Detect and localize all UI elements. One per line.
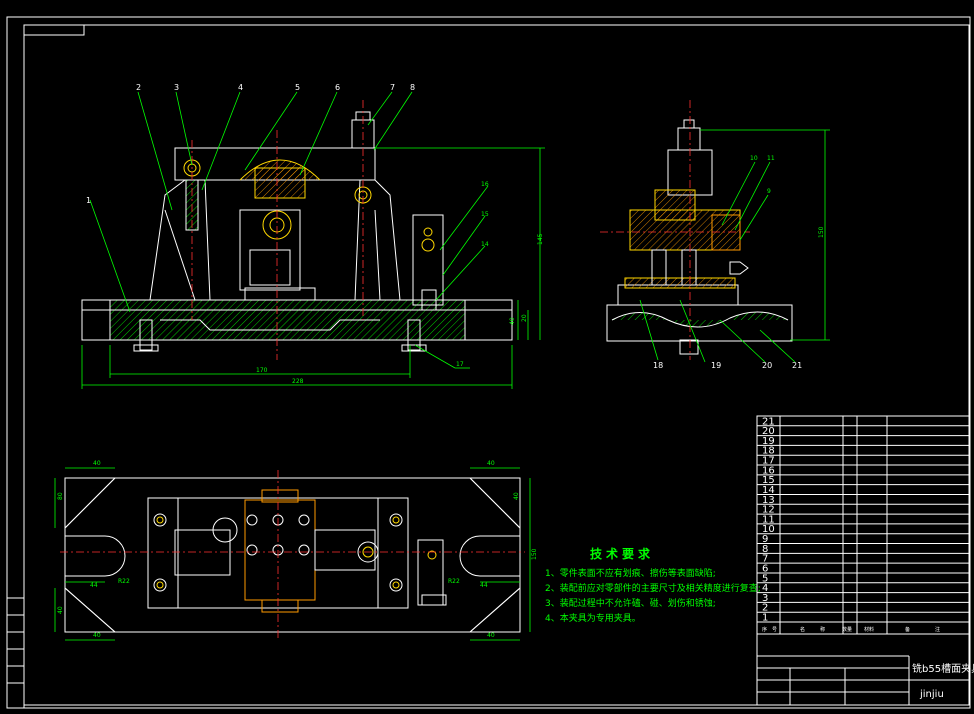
part-name: 铣b55槽面夹具 (912, 662, 974, 675)
callout-4: 4 (238, 83, 243, 92)
callout-21: 21 (792, 361, 802, 370)
bom-header: 序 号 名 称 数量 材料 备 注 (756, 621, 970, 635)
bom-row-number: 19 (762, 436, 775, 447)
dim-width-inner: 170 (256, 367, 268, 374)
tech-line-2: 2、装配前应对零部件的主要尺寸及相关精度进行复查; (545, 582, 761, 594)
callout-2: 2 (136, 83, 141, 92)
bom-row-number: 20 (762, 426, 775, 437)
callout-3: 3 (174, 83, 179, 92)
bom-row-number: 1 (762, 613, 768, 624)
bom-header-note-2: 注 (935, 626, 940, 633)
callout-14: 14 (481, 241, 489, 248)
dim-radius-r: R22 (448, 578, 460, 585)
bom-row-number: 3 (762, 593, 768, 604)
bom-header-name-1: 名 (800, 626, 805, 633)
tech-line-3: 3、装配过程中不允许磕、碰、划伤和锈蚀; (545, 597, 716, 609)
dim-side-height: 150 (818, 226, 825, 238)
designer-signature: jinjiu (919, 689, 944, 700)
bom-row-number: 2 (762, 603, 768, 614)
bom-header-qty: 数量 (842, 626, 852, 633)
dim-bot-r: 44 (480, 582, 488, 589)
title-block: 铣b55槽面夹具 jinjiu (756, 633, 974, 706)
dim-top-right: 40 (487, 460, 495, 467)
dim-top-left: 40 (93, 460, 101, 467)
callout-1: 1 (86, 196, 91, 205)
bom-header-no-2: 号 (772, 627, 777, 633)
dim-bot-l: 44 (90, 582, 98, 589)
callout-5: 5 (295, 83, 300, 92)
tech-line-1: 1、零件表面不应有划痕、擦伤等表面缺陷; (545, 567, 716, 579)
bom-row-number: 8 (762, 544, 768, 555)
front-view (81, 91, 545, 389)
side-view (600, 100, 830, 363)
callout-9: 9 (767, 188, 771, 195)
bom-row-number: 9 (762, 534, 768, 545)
dim-h1: 40 (509, 317, 516, 325)
dim-left-h: 80 (57, 492, 64, 500)
callout-6: 6 (335, 83, 340, 92)
bom-header-name-2: 称 (820, 626, 825, 633)
callout-8: 8 (410, 83, 415, 92)
dim-radius-l: R22 (118, 578, 130, 585)
bom-row-number: 21 (762, 416, 775, 427)
tech-title: 技术要求 (590, 546, 654, 561)
top-view (54, 467, 531, 641)
callout-18: 18 (653, 361, 663, 370)
bom-row-number: 6 (762, 563, 768, 574)
binding-strip (6, 597, 25, 709)
callout-15: 15 (481, 211, 489, 218)
bom-row-number: 14 (762, 485, 775, 496)
bom-row-number: 5 (762, 573, 768, 584)
tech-line-4: 4、本夹具为专用夹具。 (545, 612, 641, 624)
bom-row-number: 18 (762, 446, 775, 457)
bom-header-note-1: 备 (905, 626, 910, 633)
bom-row-number: 7 (762, 554, 768, 565)
bom-row-number: 11 (762, 514, 775, 525)
tech-requirements: 技术要求 1、零件表面不应有划痕、擦伤等表面缺陷; 2、装配前应对零部件的主要尺… (545, 546, 761, 624)
dim-bot-right: 40 (487, 632, 495, 639)
bom-row-number: 15 (762, 475, 775, 486)
callout-19: 19 (711, 361, 721, 370)
callout-7: 7 (390, 83, 395, 92)
dim-side-r: 40 (513, 492, 520, 500)
callout-16: 16 (481, 181, 489, 188)
callout-10: 10 (750, 155, 758, 162)
bom-header-no-1: 序 (762, 626, 767, 633)
bom-row-number: 4 (762, 583, 768, 594)
bom-row-number: 16 (762, 465, 775, 476)
callout-11: 11 (767, 155, 775, 162)
bom-row-number: 12 (762, 505, 775, 516)
side-view-labels: 10 11 9 18 19 20 21 150 (653, 155, 825, 370)
dim-height-total: 145 (537, 233, 544, 245)
dim-left-b: 40 (57, 606, 64, 614)
dim-mid-right: 150 (531, 548, 538, 560)
bom-row-number: 17 (762, 456, 775, 467)
front-view-labels: 1 2 3 4 5 6 7 8 16 15 14 17 170 228 145 … (86, 83, 544, 385)
dim-width-outer: 228 (292, 378, 304, 385)
dim-h2: 20 (521, 314, 528, 322)
bom-row-number: 13 (762, 495, 775, 506)
bom-header-material: 材料 (864, 626, 874, 633)
top-view-labels: 40 40 80 40 44 44 40 R22 R22 150 40 40 (57, 460, 538, 639)
drawing-frame (6, 16, 971, 709)
dim-bot-left: 40 (93, 632, 101, 639)
bom-row-number: 10 (762, 524, 775, 535)
callout-20: 20 (762, 361, 772, 370)
callout-17: 17 (456, 361, 464, 368)
